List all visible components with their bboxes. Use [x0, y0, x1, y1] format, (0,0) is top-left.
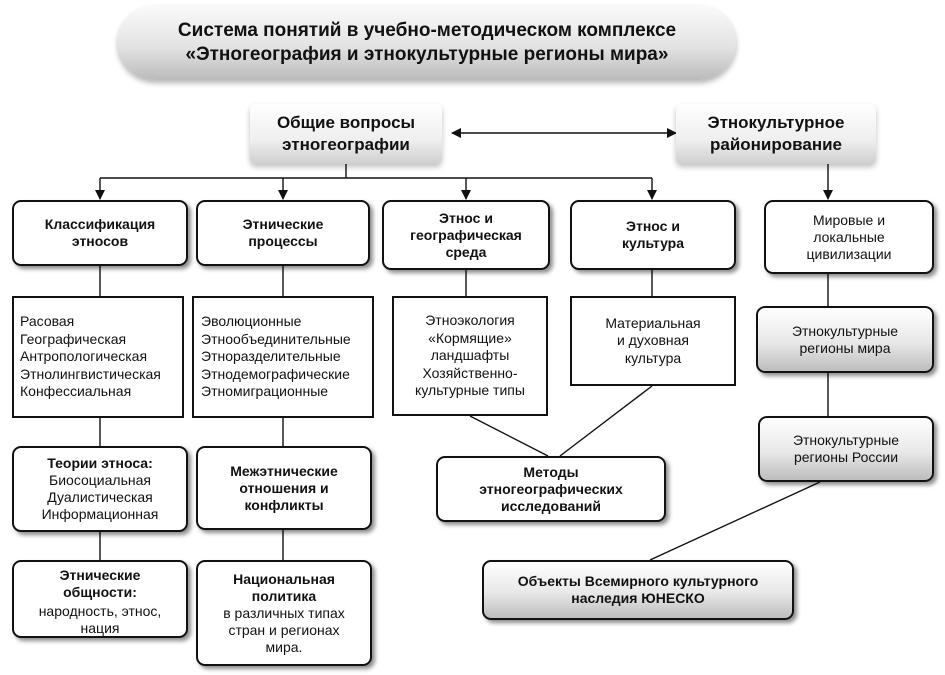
- node-ethnos-culture: Этнос и культура: [570, 200, 736, 270]
- node-culture-list: Материальная и духовная культура: [570, 296, 736, 386]
- node-theories: Теории этноса: Биосоциальная Дуалистичес…: [12, 446, 188, 532]
- node-classification: Классификация этносов: [12, 200, 188, 266]
- node-unesco: Объекты Всемирного культурного наследия …: [482, 560, 794, 620]
- node-ethnos-geo: Этнос и географическая среда: [382, 200, 550, 270]
- node-methods: Методы этногеографических исследований: [436, 456, 666, 522]
- node-interethnic: Межэтнические отношения и конфликты: [196, 446, 372, 530]
- node-processes-list: Эволюционные Этнообъединительные Этнораз…: [192, 296, 374, 418]
- theories-heading: Теории этноса:: [47, 455, 153, 471]
- node-ethnic-processes: Этнические процессы: [196, 200, 370, 266]
- node-russia-regions: Этнокультурные регионы России: [758, 416, 934, 482]
- link-ecology-methods: [469, 415, 549, 457]
- node-general: Общие вопросы этногеографии: [250, 104, 442, 164]
- title-line-2: «Этногеография и этнокультурные регионы …: [185, 44, 669, 65]
- node-regionalization: Этнокультурное районирование: [676, 104, 876, 164]
- node-ecology-list: Этноэкология «Кормящие» ландшафты Хозяйс…: [392, 296, 548, 416]
- node-civilizations: Мировые и локальные цивилизации: [764, 200, 934, 274]
- title-line-1: Система понятий в учебно-методическом ко…: [177, 20, 677, 41]
- diagram-title: Система понятий в учебно-методическом ко…: [118, 6, 736, 80]
- node-world-regions: Этнокультурные регионы мира: [756, 306, 934, 373]
- node-communities: Этнические общности: народность, этнос, …: [12, 560, 188, 638]
- node-classification-list: Расовая Географическая Антропологическая…: [12, 296, 184, 418]
- node-policy: Национальная политика в различных типах …: [196, 560, 372, 666]
- link-culture-methods: [559, 385, 653, 457]
- link-russia-unesco: [649, 481, 821, 561]
